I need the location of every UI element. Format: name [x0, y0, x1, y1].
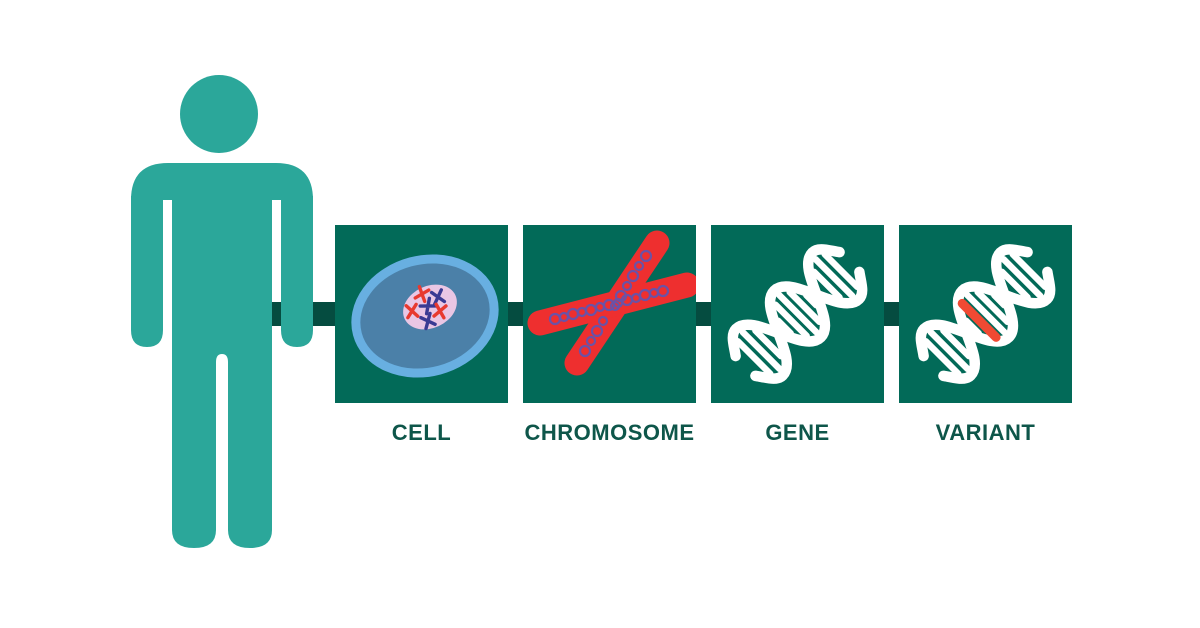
person-head — [180, 75, 258, 153]
person-left-arm — [131, 196, 163, 347]
chromatin-coils — [548, 249, 670, 358]
person-right-arm — [281, 196, 313, 347]
stage-label-chromosome: CHROMOSOME — [524, 420, 695, 445]
stage-label-variant: VARIANT — [935, 420, 1036, 445]
dna-strands — [727, 244, 868, 384]
person-torso-legs — [172, 196, 272, 548]
variant-dna-icon — [915, 244, 1056, 384]
stage-box-cell — [335, 225, 508, 403]
stage-cell: CELL — [335, 225, 508, 446]
stage-variant: VARIANT — [899, 225, 1072, 446]
stage-label-gene: GENE — [765, 420, 830, 445]
nucleus-chromosomes — [404, 284, 448, 331]
stage-chromosome: CHROMOSOME — [523, 225, 696, 446]
variant-rung — [957, 298, 1001, 342]
dna-rungs — [922, 250, 1049, 378]
stage-gene: GENE — [711, 225, 884, 446]
stage-box-variant — [899, 225, 1072, 403]
chromosome-icon — [527, 230, 696, 376]
dna-strands — [915, 244, 1056, 384]
stage-label-cell: CELL — [391, 420, 452, 445]
stage-box-chromosome — [523, 225, 696, 403]
cell-icon — [351, 254, 499, 378]
stage-box-gene — [711, 225, 884, 403]
gene-dna-icon — [727, 244, 868, 384]
dna-rungs — [734, 250, 861, 378]
person-shoulders — [131, 163, 313, 200]
